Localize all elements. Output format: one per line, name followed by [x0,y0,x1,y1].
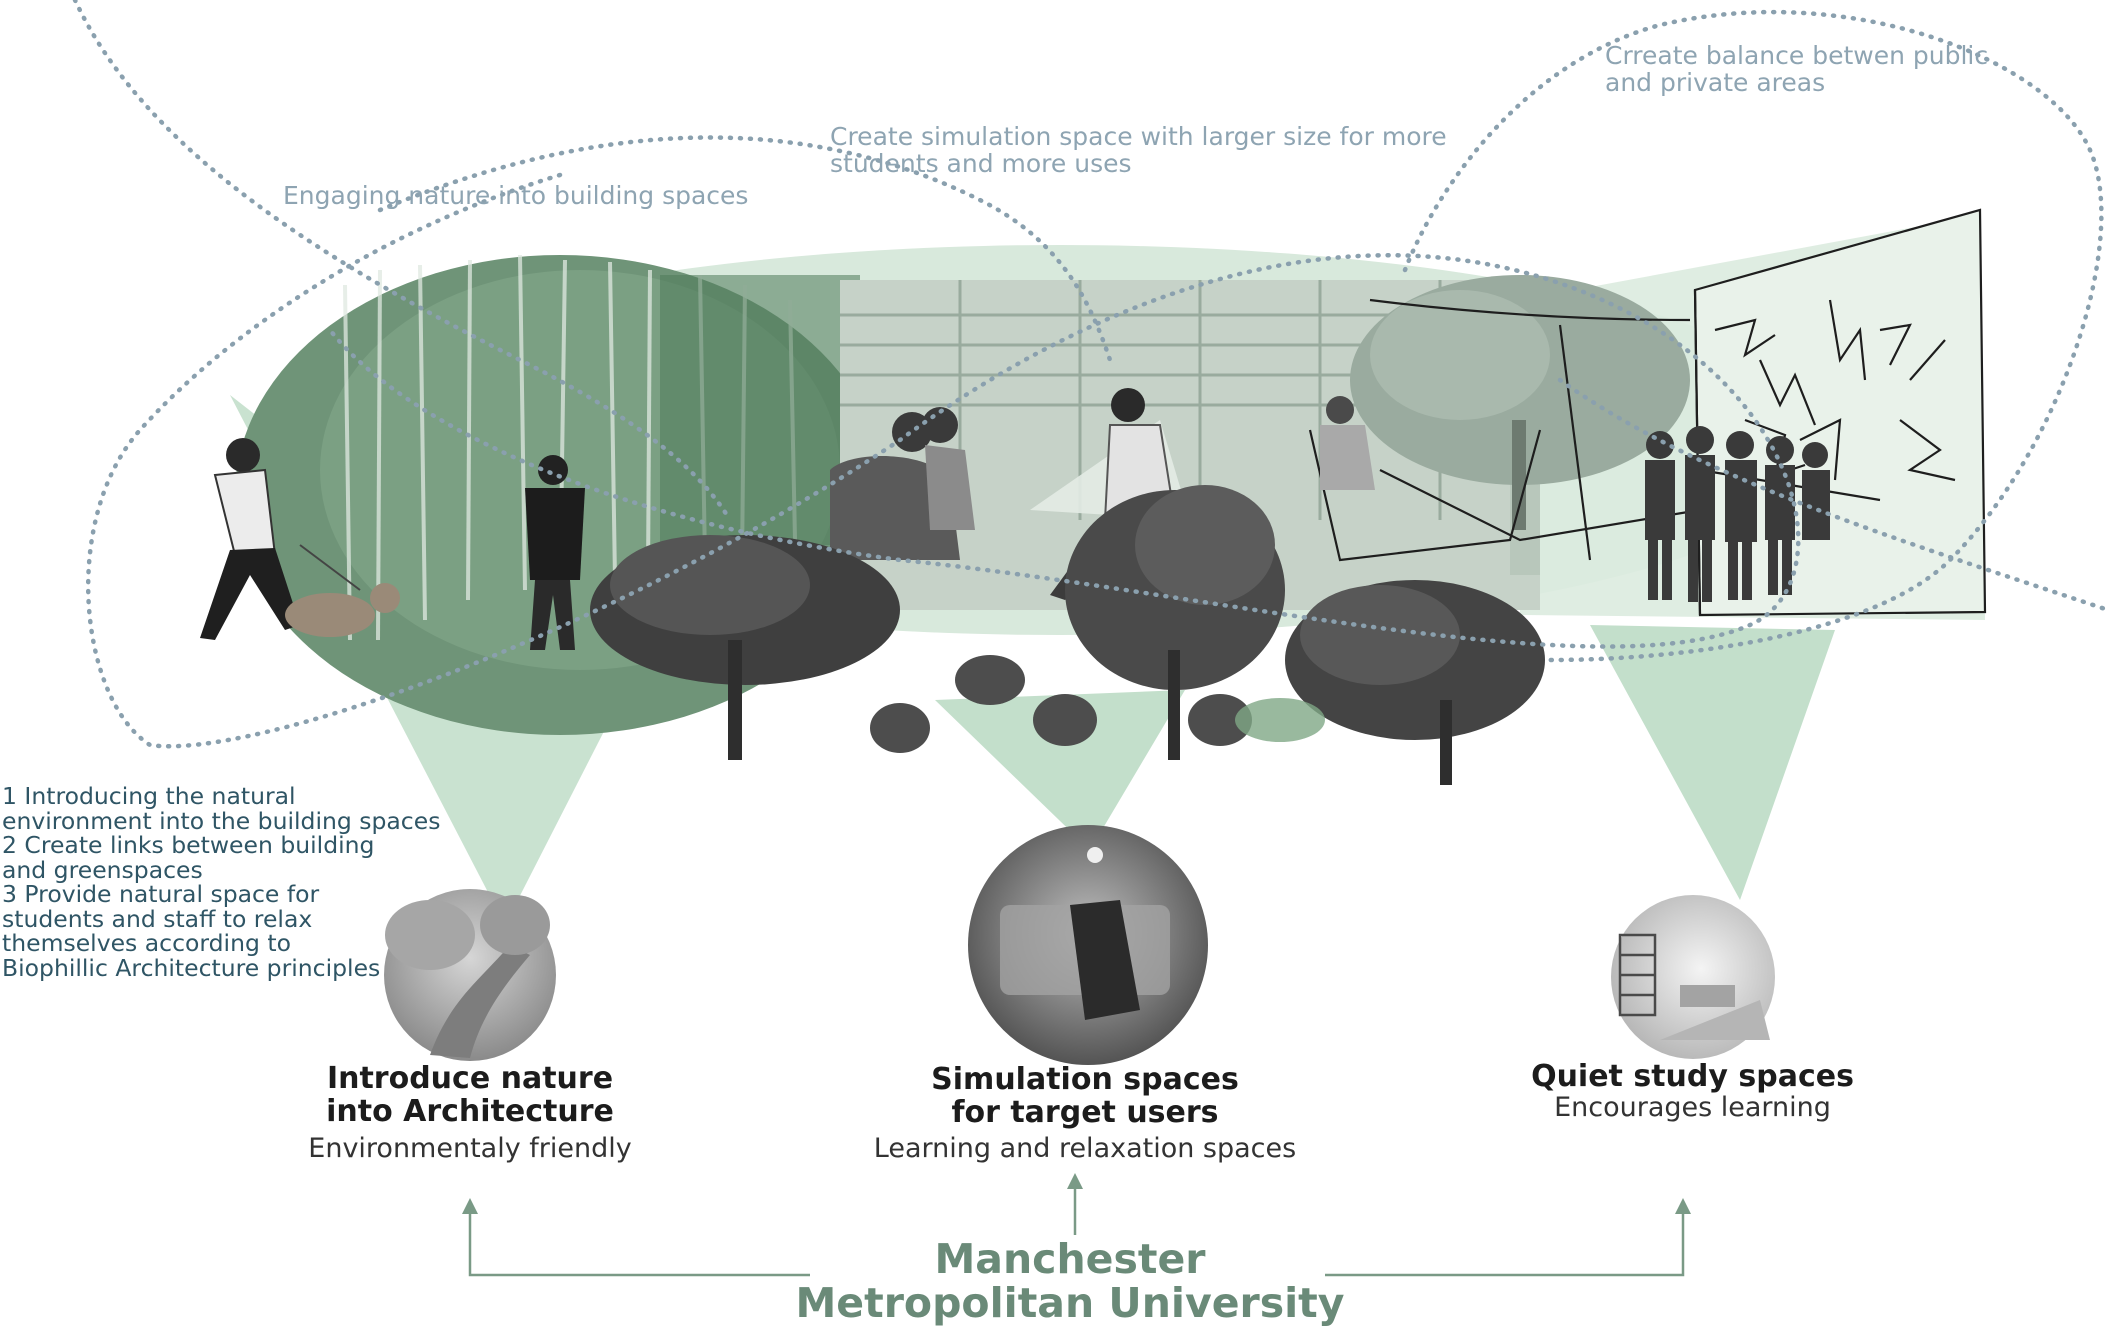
simulator-photo-circle [968,825,1208,1065]
tree-photo-right [1350,275,1690,530]
study-room-photo-circle [1611,895,1775,1059]
nature-photo-circle [384,889,556,1061]
principles-list: 1 Introducing the natural environment in… [2,782,441,982]
arrow-up-left-icon [462,1198,478,1214]
people-silhouettes [200,388,1830,650]
space-subtitle-nature: Environmentaly friendly [308,1133,632,1164]
space-subtitle-simulation: Learning and relaxation spaces [873,1133,1297,1164]
arrowheads [462,1173,1691,1214]
foreground-trees [590,485,1545,785]
space-title-quiet-study: Quiet study spaces [1531,1059,1854,1094]
note-balance: Crreate balance betwen public and privat… [1605,41,1989,97]
connector-arrows [468,1180,1685,1277]
space-subtitle-quiet-study: Encourages learning [1554,1092,1831,1123]
dotted-flow-lines [72,0,2108,749]
arrow-up-center-icon [1067,1173,1083,1189]
note-simulation: Create simulation space with larger size… [830,122,1447,178]
space-title-simulation: Simulation spaces for target users [931,1062,1239,1130]
note-nature: Engaging nature into building spaces [283,181,749,210]
university-name: Manchester Metropolitan University [795,1235,1345,1327]
arrow-up-right-icon [1675,1198,1691,1214]
space-title-nature: Introduce nature into Architecture [326,1061,614,1129]
